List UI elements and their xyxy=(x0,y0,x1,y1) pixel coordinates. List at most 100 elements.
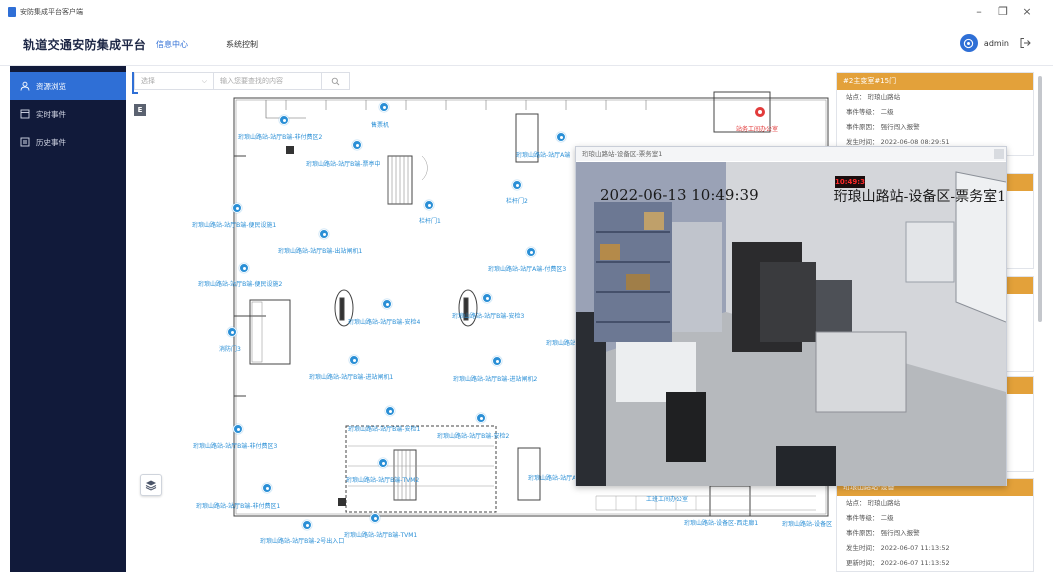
close-button[interactable]: × xyxy=(1022,5,1032,18)
camera-pin[interactable] xyxy=(319,229,329,239)
avatar[interactable] xyxy=(959,34,978,52)
event-card-title: #2主变室#15门 xyxy=(837,73,1033,90)
camera-pin[interactable] xyxy=(239,263,249,273)
sidebar: 资源浏览 实时事件 历史事件 xyxy=(10,66,126,572)
nav-system-control[interactable]: 系统控制 xyxy=(226,40,258,49)
pin-label: 珩琅山路站-站厅A端-付费区3 xyxy=(488,266,567,273)
event-reason: 事件原因： 强行闯入报警 xyxy=(846,529,920,537)
app-header: 轨道交通安防集成平台 信息中心 系统控制 admin xyxy=(0,24,1053,66)
minimize-button[interactable]: – xyxy=(976,5,982,18)
category-select[interactable]: 选择 ⌵ xyxy=(134,72,214,90)
layers-button[interactable] xyxy=(140,474,162,496)
pin-label: 珩琅山路站-站厅A端 xyxy=(528,475,583,482)
sidebar-item-label: 资源浏览 xyxy=(36,81,66,91)
video-osd-time: 2022-06-13 10:49:39 xyxy=(600,186,759,204)
user-icon xyxy=(20,81,30,91)
app-icon xyxy=(8,7,16,17)
sidebar-item-label: 实时事件 xyxy=(36,109,66,119)
category-select-placeholder: 选择 xyxy=(141,77,155,85)
pin-label: 珩琅山路站-站厅B端-非付费区1 xyxy=(196,503,281,510)
search-button[interactable] xyxy=(322,72,350,90)
event-station: 站点： 珩琅山路站 xyxy=(846,93,901,101)
sidebar-item-resource-browse[interactable]: 资源浏览 xyxy=(10,72,126,100)
pin-label: 珩琅山路站-站厅B端-TVM2 xyxy=(346,477,420,484)
camera-pin[interactable] xyxy=(382,299,392,309)
pin-label: 珩琅山路站-设备区 xyxy=(782,521,833,528)
camera-pin[interactable] xyxy=(370,513,380,523)
camera-pin[interactable] xyxy=(379,102,389,112)
pin-label: 珩琅山路站-站厅B端-2号出入口 xyxy=(260,538,345,545)
camera-pin[interactable] xyxy=(492,356,502,366)
camera-pin[interactable] xyxy=(476,413,486,423)
camera-pin[interactable] xyxy=(233,424,243,434)
camera-pin[interactable] xyxy=(352,140,362,150)
camera-pin[interactable] xyxy=(512,180,522,190)
camera-feed-image xyxy=(576,162,1006,486)
pin-label: 珩琅山路站-站厅B端-便民设施1 xyxy=(192,222,277,229)
pin-label: 珩琅山路站-设备区-西走廊1 xyxy=(684,520,759,527)
maximize-button[interactable]: ❐ xyxy=(998,5,1008,18)
camera-pin[interactable] xyxy=(424,200,434,210)
camera-pin[interactable] xyxy=(232,203,242,213)
pin-label: 珩琅山路站-站厅B端-进站闸机1 xyxy=(309,374,394,381)
username: admin xyxy=(983,38,1009,48)
pin-label: 珩琅山路站-站厅B端-安检1 xyxy=(348,426,421,433)
pin-label: 珩琅山路站-站厅B端-非付费区2 xyxy=(238,134,323,141)
window-icon xyxy=(20,109,30,119)
pin-label: 栏杆门2 xyxy=(506,198,528,205)
camera-pin[interactable] xyxy=(349,355,359,365)
video-osd-name: 珩琅山路站-设备区-票务室1 xyxy=(833,189,1006,205)
pin-label: 珩琅山路站-站厅B端-TVM1 xyxy=(344,532,418,539)
sidebar-item-realtime-events[interactable]: 实时事件 xyxy=(10,100,126,128)
layers-icon xyxy=(145,480,157,491)
list-icon xyxy=(20,137,30,147)
pin-label: 珩琅山路站-站厅B端-便民设施2 xyxy=(198,281,283,288)
event-list-scrollbar[interactable] xyxy=(1038,76,1042,322)
video-title-text: 珩琅山路站-设备区-票务室1 xyxy=(582,150,663,158)
window-title: 安防集成平台客户端 xyxy=(20,8,83,16)
pin-label: 栏杆门1 xyxy=(419,218,441,225)
pin-label: 珩琅山路站-站厅B端-出站闸机1 xyxy=(278,248,363,255)
video-close-button[interactable] xyxy=(994,149,1004,159)
camera-pin[interactable] xyxy=(302,520,312,530)
camera-pin[interactable] xyxy=(556,132,566,142)
camera-pin[interactable] xyxy=(526,247,536,257)
video-title: 珩琅山路站-设备区-票务室1 xyxy=(576,147,1006,161)
chevron-down-icon: ⌵ xyxy=(201,77,207,85)
pin-label: 工班工间办公室 xyxy=(646,496,689,503)
pin-label: 珩琅山路站-站厅B端-进站闸机2 xyxy=(453,376,538,383)
camera-pin[interactable] xyxy=(279,115,289,125)
pin-label: 珩琅山路站-站厅B端-票亭中 xyxy=(306,161,381,168)
sidebar-item-history-events[interactable]: 历史事件 xyxy=(10,128,126,156)
event-update-time: 更新时间： 2022-06-07 11:13:52 xyxy=(846,559,950,567)
event-card[interactable]: 珩琅山路站-设备 站点： 珩琅山路站 事件等级： 二级 事件原因： 强行闯入报警… xyxy=(836,478,1034,572)
video-popup[interactable]: 珩琅山路站-设备区-票务室1 xyxy=(575,146,1007,486)
user-box: admin xyxy=(959,34,1031,52)
video-frame: 2022-06-13 10:49:39 10:49:3 珩琅山路站-设备区-票务… xyxy=(576,162,1006,486)
camera-pin[interactable] xyxy=(378,458,388,468)
camera-pin[interactable] xyxy=(227,327,237,337)
camera-pin[interactable] xyxy=(385,406,395,416)
camera-pin[interactable] xyxy=(262,483,272,493)
pin-label: 珩琅山路站-站厅B端-安检3 xyxy=(452,313,525,320)
e-button[interactable]: E xyxy=(134,104,146,116)
event-level: 事件等级： 二级 xyxy=(846,108,894,116)
sidebar-item-label: 历史事件 xyxy=(36,137,66,147)
camera-pin[interactable] xyxy=(482,293,492,303)
pin-label: 消防门3 xyxy=(219,346,241,353)
map-search-bar: 选择 ⌵ 输入您要查找的内容 xyxy=(134,72,350,90)
window-controls: – ❐ × xyxy=(967,5,1039,19)
pin-label: 珩琅山路站-站厅B端-安检2 xyxy=(437,433,510,440)
nav-info-center[interactable]: 信息中心 xyxy=(156,40,188,49)
search-icon xyxy=(331,77,340,85)
logout-icon[interactable] xyxy=(1019,37,1031,49)
user-avatar-icon xyxy=(964,38,974,48)
event-card[interactable]: #2主变室#15门 站点： 珩琅山路站 事件等级： 二级 事件原因： 强行闯入报… xyxy=(836,72,1034,156)
event-time: 发生时间： 2022-06-07 11:13:52 xyxy=(846,544,950,552)
video-clock-display: 10:49:3 xyxy=(835,176,865,188)
search-input[interactable]: 输入您要查找的内容 xyxy=(214,72,322,90)
window-titlebar: 安防集成平台客户端 – ❐ × xyxy=(0,0,1053,24)
pin-label: 售票机 xyxy=(371,122,390,129)
pin-label: 珩琅山路站-站厅B端-安检4 xyxy=(348,319,421,326)
event-level: 事件等级： 二级 xyxy=(846,514,894,522)
